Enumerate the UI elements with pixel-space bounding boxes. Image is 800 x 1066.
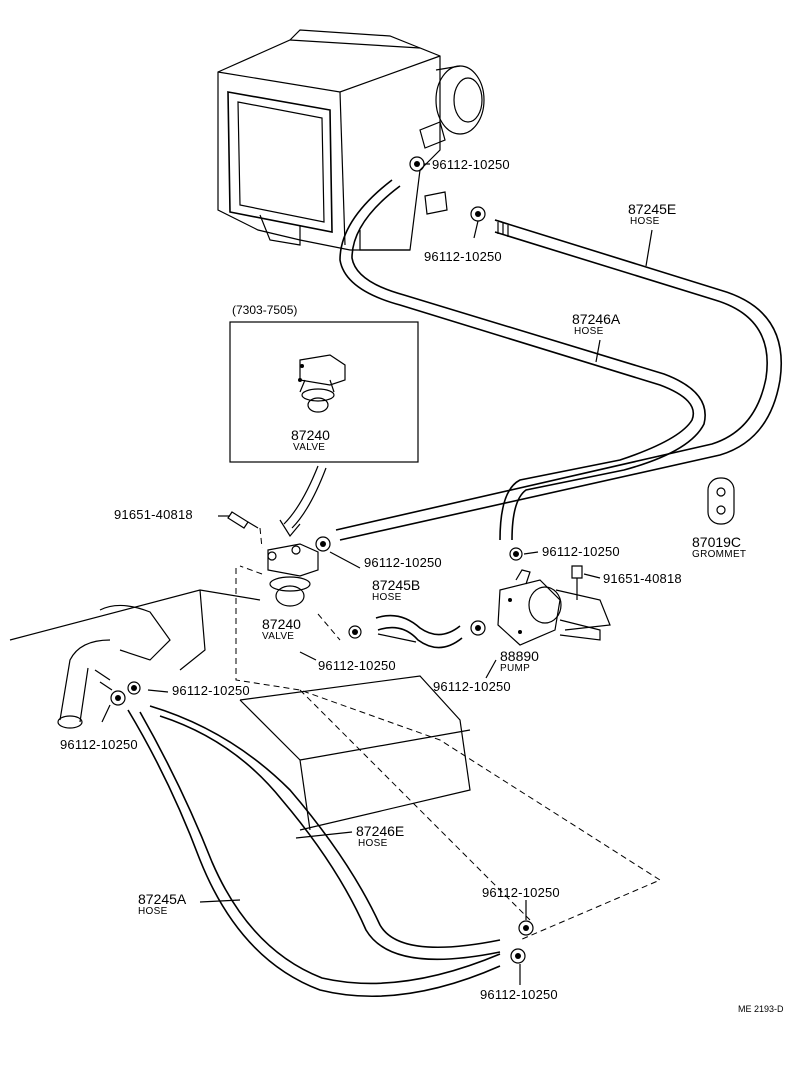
hose-87245a — [127, 709, 501, 998]
hose-87245e-number: 87245E — [628, 201, 677, 217]
clamp-label: 96112-10250 — [433, 679, 511, 694]
hose-clamp-icon — [470, 620, 486, 636]
hose-87245a-number: 87245A — [138, 891, 187, 907]
hose-87246a — [339, 179, 706, 541]
clamp-label: 96112-10250 — [60, 737, 138, 752]
hose-87245b-number: 87245B — [372, 577, 421, 593]
valve-name: VALVE — [262, 631, 295, 642]
grommet-name: GROMMET — [692, 549, 747, 560]
hose-87245b-name: HOSE — [372, 592, 402, 603]
clamp-label: 96112-10250 — [364, 555, 442, 570]
clamp-label: 96112-10250 — [432, 157, 510, 172]
grommet-icon — [707, 477, 735, 525]
clamp-label: 96112-10250 — [424, 249, 502, 264]
hose-clamp-icon — [509, 547, 523, 561]
hose-87246a-name: HOSE — [574, 326, 604, 337]
hose-87246e — [149, 705, 501, 961]
screw-icon — [227, 511, 259, 529]
hose-clamp-icon — [101, 690, 126, 723]
water-valve-icon — [298, 354, 346, 413]
clamp-label: 96112-10250 — [482, 885, 560, 900]
water-valve-icon — [267, 543, 319, 607]
clamp-label: 96112-10250 — [318, 658, 396, 673]
clamp-label: 96112-10250 — [480, 987, 558, 1002]
inset-valve-name: VALVE — [293, 442, 326, 453]
pump-number: 88890 — [500, 648, 539, 664]
inset-valve-number: 87240 — [291, 427, 330, 443]
inset-box — [229, 321, 419, 463]
hose-clamp-icon — [510, 948, 526, 964]
hose-87246a-number: 87246A — [572, 311, 621, 327]
hose-clamp-icon — [470, 206, 486, 239]
hose-clamp-icon — [315, 536, 331, 552]
pump-name: PUMP — [500, 663, 531, 674]
clamp-label: 96112-10250 — [542, 544, 620, 559]
screw-label: 91651-40818 — [114, 507, 193, 522]
hose-clamp-icon — [348, 625, 362, 639]
engine-block — [9, 589, 471, 831]
hose-87245a-name: HOSE — [138, 906, 168, 917]
clamp-label: 96112-10250 — [172, 683, 250, 698]
grommet-number: 87019C — [692, 534, 742, 550]
hose-87245b — [375, 614, 463, 649]
hose-87245e-name: HOSE — [630, 216, 660, 227]
hose-clamp-icon — [409, 156, 430, 172]
valve-number: 87240 — [262, 616, 301, 632]
hose-clamp-icon — [127, 681, 141, 695]
hose-87245e — [335, 219, 782, 541]
hose-87246e-name: HOSE — [358, 838, 388, 849]
reference-code: ME 2193-D — [738, 1004, 784, 1014]
screw-icon — [571, 565, 583, 600]
inset-title: (7303-7505) — [232, 303, 298, 317]
hose-87246e-number: 87246E — [356, 823, 405, 839]
screw-label: 91651-40818 — [603, 571, 682, 586]
heater-core-box-icon — [217, 29, 485, 251]
hose-clamp-icon — [518, 920, 534, 936]
water-pump-icon — [497, 569, 611, 646]
